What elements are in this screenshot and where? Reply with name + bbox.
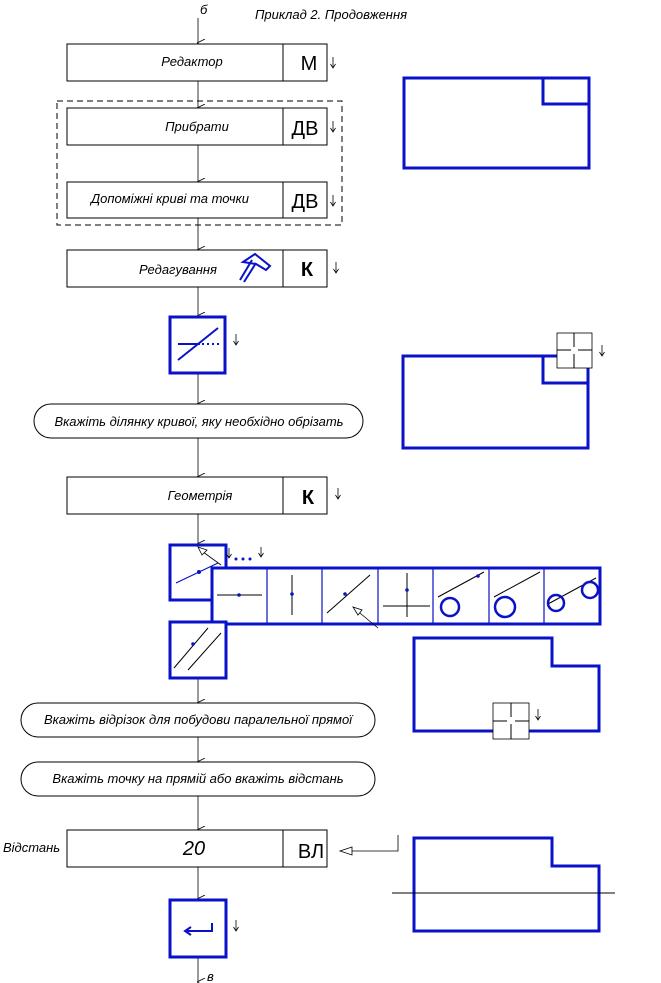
preview-shape-2 <box>401 332 605 450</box>
connector-bottom-label: в <box>207 969 214 983</box>
geometry-menu-block[interactable]: Геометрія К <box>66 476 341 515</box>
arrow-down-icon <box>330 195 336 207</box>
editor-label: Редактор <box>161 54 222 69</box>
distance-value: 20 <box>182 838 205 860</box>
arrow-down-icon <box>258 547 264 558</box>
arrow-down-icon <box>226 548 232 559</box>
angled-line-icon[interactable] <box>326 574 379 629</box>
editor-key: М <box>301 53 318 75</box>
editing-menu-block[interactable]: Редагування К <box>66 249 339 288</box>
line-tool-icon <box>175 546 222 584</box>
tangent-two-circles-icon[interactable] <box>546 577 600 613</box>
point-distance-prompt: Вкажіть точку на прямій або вкажіть відс… <box>20 761 376 797</box>
remove-label: Прибрати <box>165 119 229 134</box>
flyout-dots <box>234 557 252 561</box>
arrow-down-icon <box>233 334 239 346</box>
aux-label: Допоміжні криві та точки <box>89 191 249 206</box>
parallel-prompt-label: Вкажіть відрізок для побудови паралельно… <box>44 712 354 727</box>
arrow-down-icon <box>599 345 605 357</box>
enter-icon <box>183 923 213 936</box>
preview-shape-3 <box>412 636 601 740</box>
preview-shape-1 <box>402 76 591 170</box>
vertical-line-icon[interactable] <box>290 575 294 615</box>
horizontal-line-icon[interactable] <box>217 593 262 597</box>
editor-menu-block[interactable]: Редактор М <box>66 43 336 82</box>
distance-input-block[interactable]: 20 ВЛ <box>66 829 328 868</box>
arrow-down-icon <box>233 920 239 932</box>
aux-curves-menu-block[interactable]: Допоміжні криві та точки ДВ <box>66 181 336 219</box>
arrow-down-icon <box>333 262 339 274</box>
connector-top-label: б <box>200 2 208 17</box>
tangent-line-circle-icon-2[interactable] <box>493 571 541 619</box>
arrow-down-icon <box>330 121 336 133</box>
input-pointer <box>338 835 399 856</box>
aux-key: ДВ <box>292 191 319 213</box>
point-distance-prompt-label: Вкажіть точку на прямій або вкажіть відс… <box>52 771 343 786</box>
enter-button[interactable] <box>168 898 239 959</box>
trim-curve-button[interactable] <box>168 315 239 375</box>
tangent-line-circle-icon[interactable] <box>437 571 485 618</box>
hammer-icon <box>239 252 272 283</box>
editing-label: Редагування <box>139 262 217 277</box>
optional-group-frame <box>56 100 343 226</box>
parallel-line-icon <box>173 627 222 671</box>
cursor-crosshair-icon <box>492 702 530 740</box>
trim-prompt: Вкажіть ділянку кривої, яку необхідно об… <box>33 403 364 439</box>
arrow-down-icon <box>535 709 541 721</box>
remove-key: ДВ <box>292 118 319 140</box>
editing-key: К <box>301 259 314 281</box>
trim-prompt-label: Вкажіть ділянку кривої, яку необхідно об… <box>54 414 343 429</box>
page-title: Приклад 2. Продовження <box>255 7 407 22</box>
distance-key: ВЛ <box>298 841 324 863</box>
line-tools-flyout <box>210 566 602 629</box>
parallel-prompt: Вкажіть відрізок для побудови паралельно… <box>20 702 376 738</box>
trim-curve-icon <box>177 327 222 361</box>
preview-shape-4 <box>392 836 615 933</box>
remove-menu-block[interactable]: Прибрати ДВ <box>66 107 336 146</box>
perpendicular-line-icon[interactable] <box>383 573 430 617</box>
geometry-label: Геометрія <box>168 488 233 503</box>
arrow-down-icon <box>330 57 336 69</box>
arrow-down-icon <box>335 488 341 500</box>
geometry-key: К <box>302 487 315 509</box>
cursor-crosshair-icon <box>556 332 593 369</box>
distance-side-label: Відстань <box>3 840 60 855</box>
parallel-line-button[interactable] <box>168 620 228 680</box>
